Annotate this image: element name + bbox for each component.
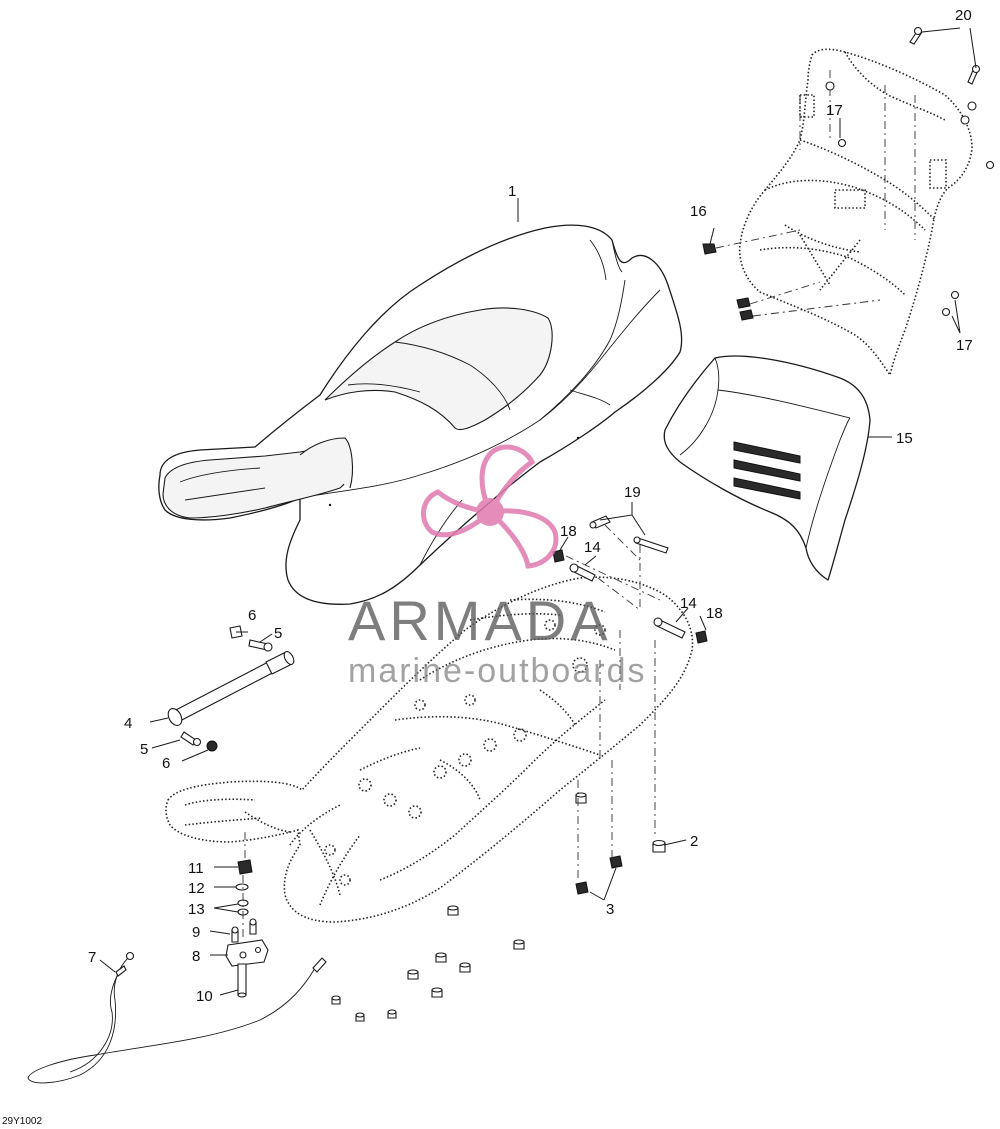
rubber-bumpers [331, 792, 666, 1022]
callout-19: 19 [624, 484, 641, 501]
leader-lines [99, 27, 977, 996]
callout-7: 7 [88, 949, 96, 966]
callout-15: 15 [896, 430, 913, 447]
callout-20: 20 [955, 7, 972, 24]
figure-reference-code: 29Y1002 [2, 1116, 42, 1127]
callout-18-right: 18 [706, 605, 723, 622]
callout-1: 1 [508, 183, 516, 200]
armada-watermark: ARMADA marine-outboards [348, 444, 646, 690]
callout-4: 4 [124, 715, 132, 732]
callout-17-upper: 17 [826, 102, 843, 119]
callout-6-lower: 6 [162, 755, 170, 772]
callout-2: 2 [690, 833, 698, 850]
callouts: 1 2 3 4 5 5 6 6 7 8 9 10 11 12 13 14 14 … [88, 7, 973, 1005]
callout-14-right: 14 [680, 595, 697, 612]
callout-8: 8 [192, 948, 200, 965]
callout-9: 9 [192, 924, 200, 941]
watermark-tagline: marine-outboards [348, 652, 646, 690]
screw-20b [967, 64, 981, 85]
callout-10: 10 [196, 988, 213, 1005]
clip-16 [702, 243, 754, 321]
rear-bracket-assembly [702, 26, 995, 377]
screw-20a [909, 26, 923, 45]
callout-16: 16 [690, 203, 707, 220]
gas-strut-part-4 [167, 650, 295, 726]
ball-stud-part-5 [180, 639, 273, 747]
release-cable-part-7 [27, 951, 327, 1084]
seat-part-1 [158, 224, 683, 605]
propeller-logo [421, 444, 559, 569]
callout-5-lower: 5 [140, 741, 148, 758]
callout-5-upper: 5 [274, 625, 282, 642]
callout-18-left: 18 [560, 523, 577, 540]
callout-11: 11 [188, 860, 204, 877]
callout-6-upper: 6 [248, 607, 256, 624]
backrest-part-15 [663, 355, 871, 581]
seat-base [165, 576, 694, 923]
watermark-brand: ARMADA [348, 589, 612, 652]
pivot-hardware [552, 515, 708, 644]
callout-13: 13 [188, 901, 205, 918]
callout-17-lower: 17 [956, 337, 973, 354]
callout-3: 3 [606, 901, 614, 918]
callout-14-left: 14 [584, 539, 601, 556]
callout-12: 12 [188, 880, 205, 897]
latch-assembly [225, 830, 269, 998]
nuts-part-3 [575, 855, 623, 895]
